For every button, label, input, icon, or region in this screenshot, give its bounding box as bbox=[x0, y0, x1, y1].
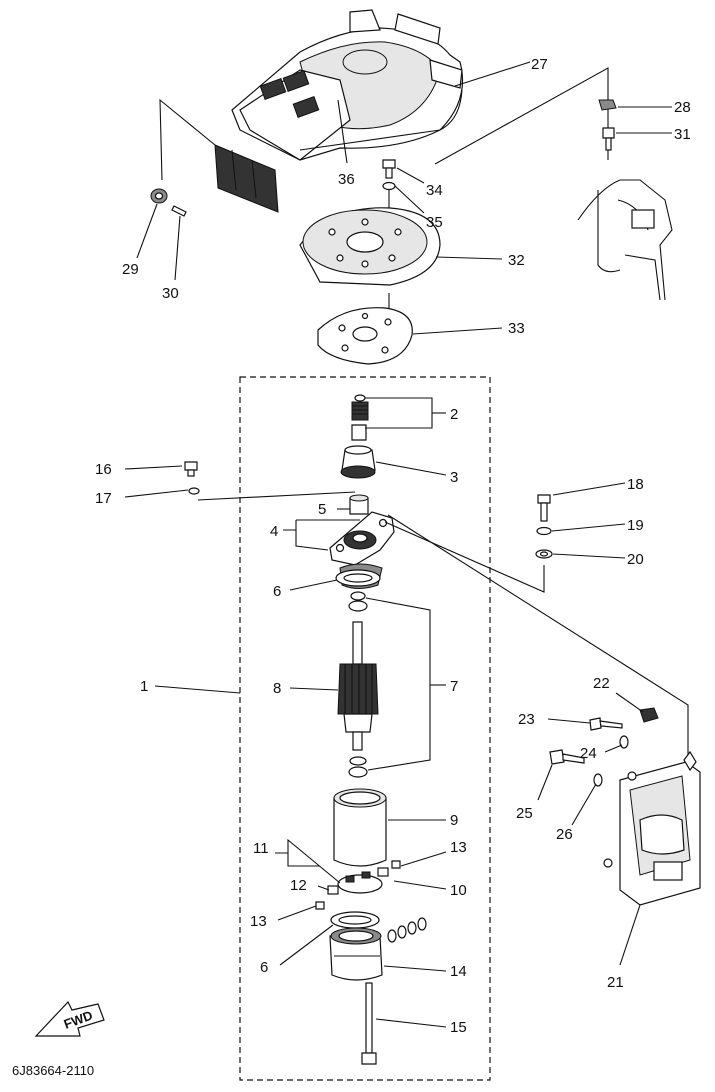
callout-9: 9 bbox=[450, 812, 458, 829]
plate-part-32 bbox=[299, 207, 441, 286]
bushing-part-5 bbox=[349, 494, 369, 515]
clamp-part-22 bbox=[639, 707, 659, 723]
callout-13-right: 13 bbox=[450, 839, 467, 856]
callout-4: 4 bbox=[270, 523, 278, 540]
starter-motor-assembly-frame bbox=[239, 376, 491, 1081]
bolt-part-16 bbox=[184, 461, 198, 477]
callout-36: 36 bbox=[338, 171, 355, 188]
washer-part-7-top bbox=[348, 591, 368, 612]
spring-part-13-right bbox=[391, 860, 401, 869]
callout-12: 12 bbox=[290, 877, 307, 894]
callout-32: 32 bbox=[508, 252, 525, 269]
washer-part-26 bbox=[593, 773, 603, 787]
nut-part-28 bbox=[598, 99, 617, 111]
callout-13-left: 13 bbox=[250, 913, 267, 930]
through-bolt-part-15 bbox=[361, 982, 377, 1065]
bracket-part-21 bbox=[603, 750, 701, 906]
diagram-code: 6J83664-2110 bbox=[12, 1063, 94, 1078]
callout-25: 25 bbox=[516, 805, 533, 822]
callout-22: 22 bbox=[593, 675, 610, 692]
rear-cover-part-14 bbox=[329, 917, 427, 981]
armature-part-8 bbox=[337, 621, 379, 751]
callout-11: 11 bbox=[253, 840, 269, 857]
callout-30: 30 bbox=[162, 285, 179, 302]
washer-part-6-bottom bbox=[330, 911, 380, 929]
stud-part-31 bbox=[602, 127, 615, 151]
callout-14: 14 bbox=[450, 963, 467, 980]
grommet-part-29 bbox=[150, 188, 168, 204]
callout-31: 31 bbox=[674, 126, 691, 143]
bolt-part-34 bbox=[382, 159, 396, 179]
washer-part-24 bbox=[619, 735, 629, 749]
cover-pad-part bbox=[159, 98, 279, 213]
callout-19: 19 bbox=[627, 517, 644, 534]
callout-17: 17 bbox=[95, 490, 112, 507]
callout-1: 1 bbox=[140, 678, 148, 695]
callout-24: 24 bbox=[580, 745, 597, 762]
callout-16: 16 bbox=[95, 461, 112, 478]
callout-20: 20 bbox=[627, 551, 644, 568]
callout-6-top: 6 bbox=[273, 583, 281, 600]
washer-part-6-top bbox=[335, 569, 381, 587]
washer-part-7-bottom bbox=[348, 756, 368, 778]
leader-lines bbox=[124, 61, 672, 1028]
callout-29: 29 bbox=[122, 261, 139, 278]
callout-6-bottom: 6 bbox=[260, 959, 268, 976]
pin-part-30 bbox=[171, 205, 187, 217]
callout-labels: 27 28 31 36 34 35 32 33 29 30 2 3 16 17 … bbox=[95, 56, 691, 1036]
brush-part-10 bbox=[377, 867, 389, 877]
bolt-part-18 bbox=[537, 494, 551, 522]
callout-2: 2 bbox=[450, 406, 458, 423]
engine-block-outline bbox=[577, 179, 673, 301]
callout-21: 21 bbox=[607, 974, 624, 991]
callout-7: 7 bbox=[450, 678, 458, 695]
brush-holder-part-11 bbox=[337, 871, 383, 894]
forward-direction-arrow-icon: FWD bbox=[34, 1000, 105, 1037]
callout-23: 23 bbox=[518, 711, 535, 728]
washer-part-19 bbox=[536, 526, 552, 536]
washer-part-35 bbox=[382, 181, 396, 191]
callout-18: 18 bbox=[627, 476, 644, 493]
callout-33: 33 bbox=[508, 320, 525, 337]
washer-part-20 bbox=[535, 549, 553, 559]
callout-35: 35 bbox=[426, 214, 443, 231]
bolt-part-23 bbox=[589, 717, 623, 731]
flywheel-cover-part bbox=[231, 9, 464, 161]
callout-28: 28 bbox=[674, 99, 691, 116]
plate-part-33 bbox=[317, 307, 413, 365]
callout-34: 34 bbox=[426, 182, 443, 199]
callout-10: 10 bbox=[450, 882, 467, 899]
yoke-part-9 bbox=[333, 788, 387, 867]
callout-3: 3 bbox=[450, 469, 458, 486]
brush-part-12 bbox=[327, 885, 339, 895]
callout-26: 26 bbox=[556, 826, 573, 843]
callout-15: 15 bbox=[450, 1019, 467, 1036]
callout-8: 8 bbox=[273, 680, 281, 697]
bolt-part-25 bbox=[549, 749, 585, 765]
callout-5: 5 bbox=[318, 501, 326, 518]
washer-part-17 bbox=[188, 487, 200, 495]
spring-part-13-left bbox=[315, 901, 325, 910]
spring-part-2 bbox=[351, 394, 369, 441]
callout-27: 27 bbox=[531, 56, 548, 73]
pinion-part-3 bbox=[340, 445, 376, 479]
